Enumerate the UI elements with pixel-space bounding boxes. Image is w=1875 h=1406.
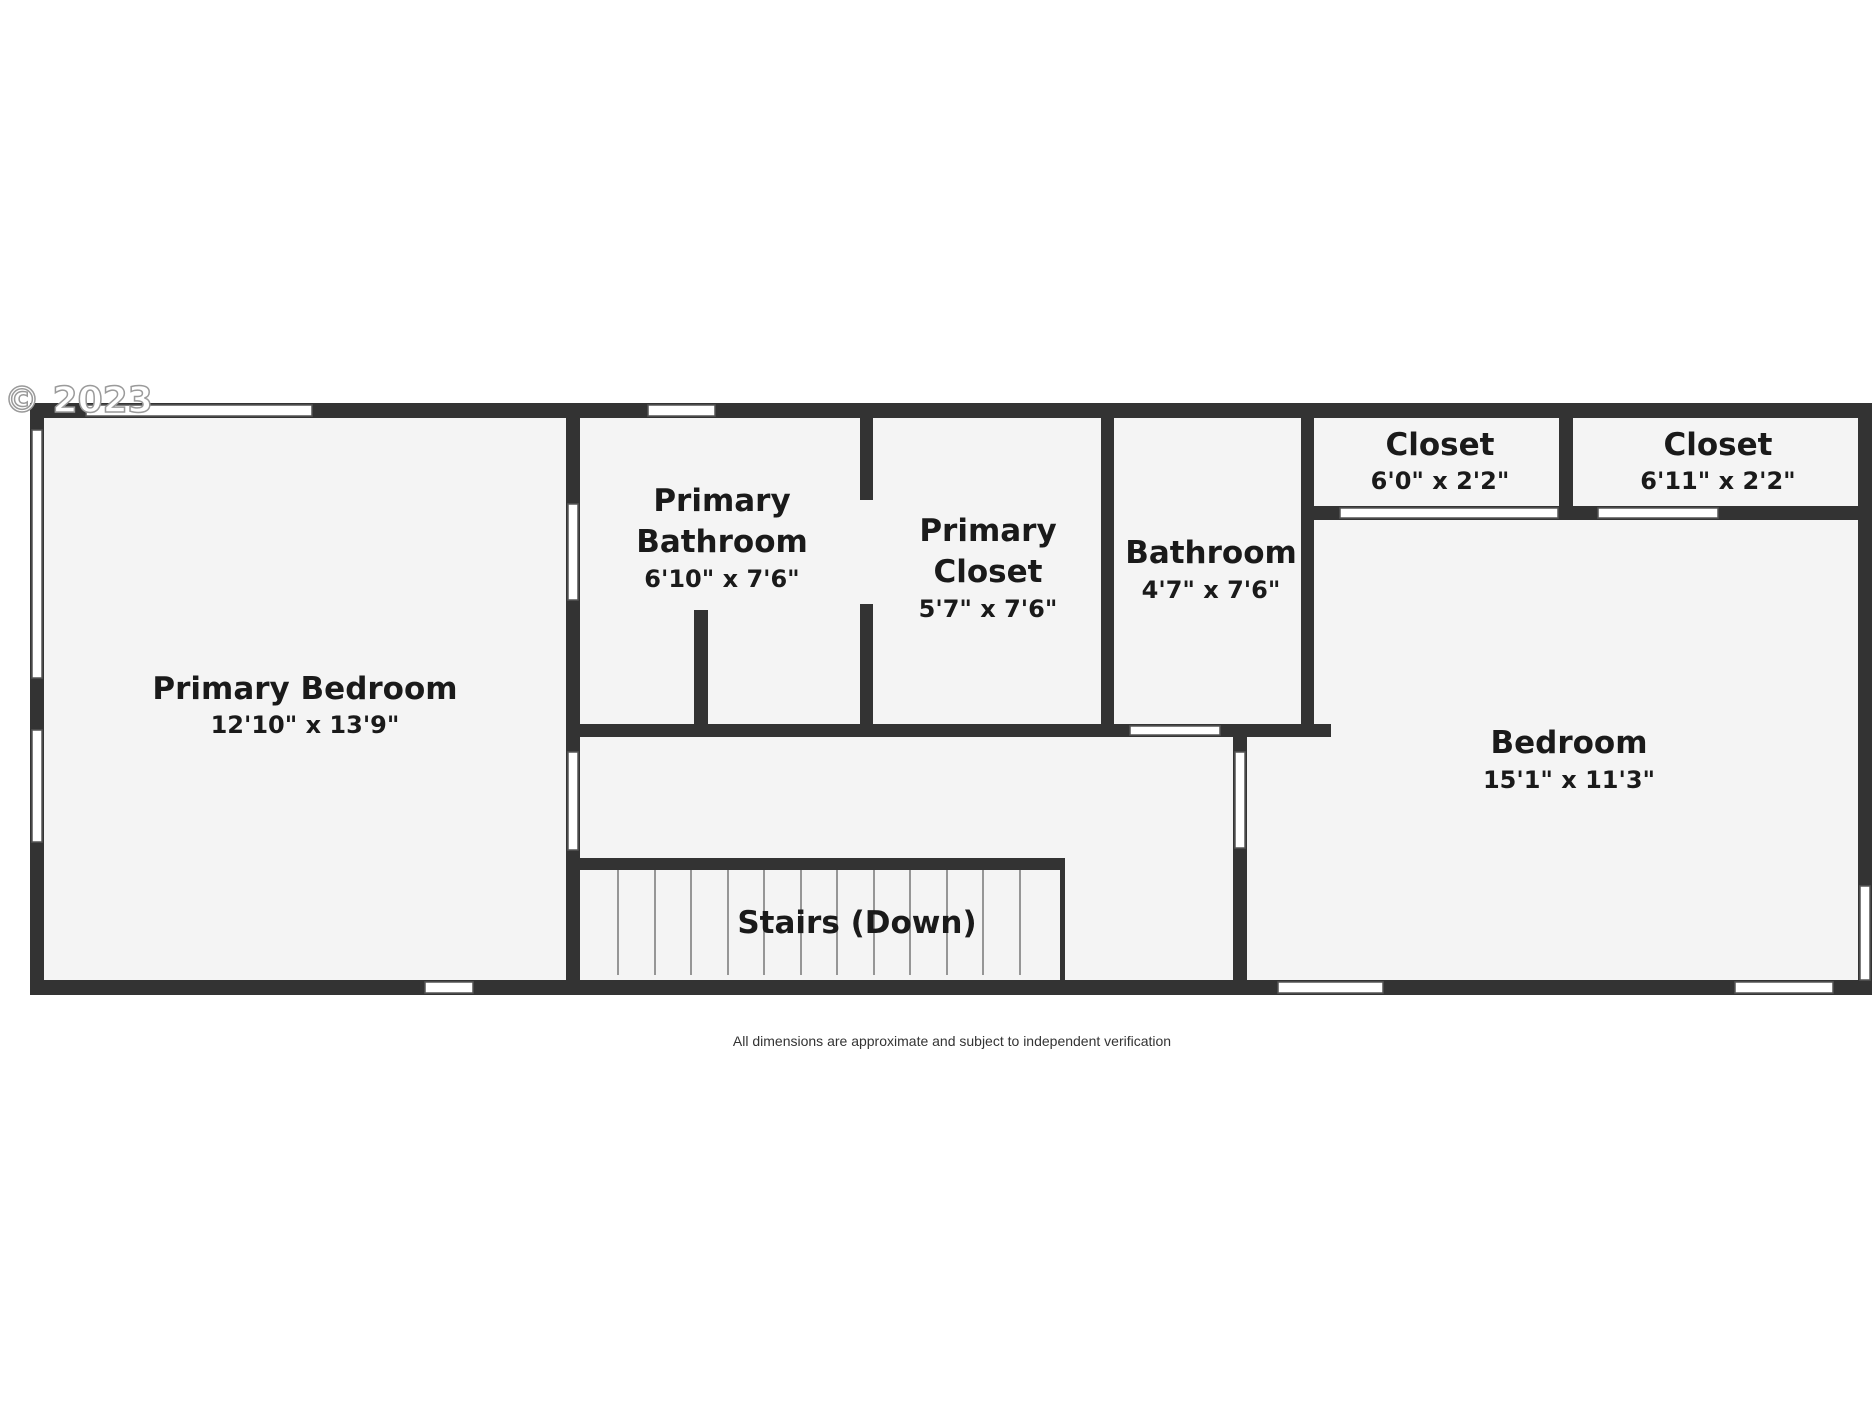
room-name-primary-bedroom: Primary Bedroom	[152, 671, 457, 707]
room-name-primary-closet-line1: Primary	[919, 513, 1056, 549]
room-dims-primary-closet: 5'7" x 7'6"	[919, 595, 1058, 623]
room-name-closet-1: Closet	[1386, 427, 1495, 463]
room-dims-closet-2: 6'11" x 2'2"	[1640, 467, 1795, 495]
room-dims-bathroom: 4'7" x 7'6"	[1142, 576, 1281, 604]
room-dims-bedroom: 15'1" x 11'3"	[1483, 766, 1655, 794]
copyright-text: © 2023	[4, 380, 153, 421]
disclaimer-text: All dimensions are approximate and subje…	[733, 1033, 1171, 1049]
room-name-bathroom: Bathroom	[1125, 535, 1297, 571]
windows	[31, 404, 1871, 994]
room-name-bedroom: Bedroom	[1490, 725, 1647, 761]
room-name-primary-closet-line2: Closet	[934, 554, 1043, 590]
room-name-closet-2: Closet	[1664, 427, 1773, 463]
stairs-treads	[617, 868, 1021, 975]
room-name-primary-bathroom-line2: Bathroom	[636, 524, 808, 560]
room-dims-primary-bathroom: 6'10" x 7'6"	[644, 565, 799, 593]
room-name-primary-bathroom-line1: Primary	[653, 483, 790, 519]
room-name-stairs: Stairs (Down)	[737, 905, 976, 941]
room-dims-closet-1: 6'0" x 2'2"	[1371, 467, 1510, 495]
room-dims-primary-bedroom: 12'10" x 13'9"	[211, 711, 400, 739]
